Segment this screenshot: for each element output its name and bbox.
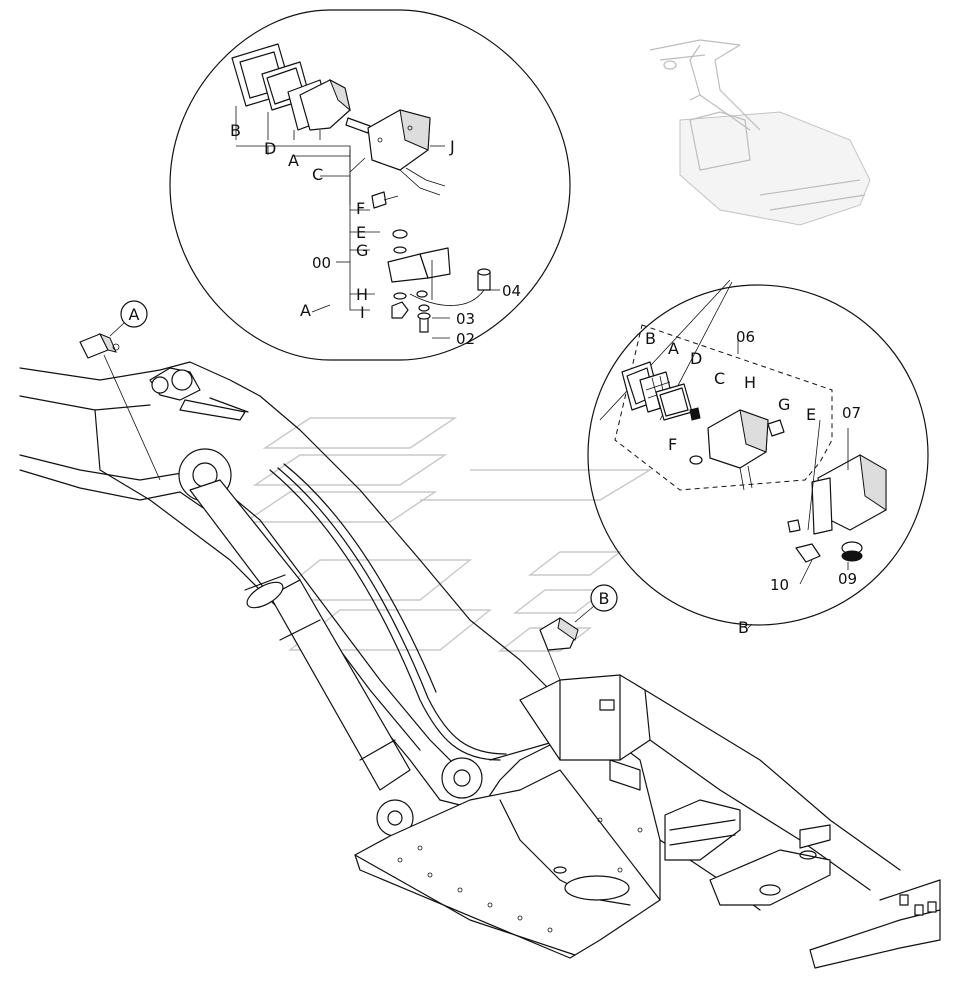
callout-a-marker: A bbox=[109, 300, 148, 337]
part-label-h: H bbox=[356, 285, 368, 304]
part-label-06: 06 bbox=[736, 328, 755, 346]
part-label-c2: C bbox=[714, 369, 725, 388]
part-label-f: F bbox=[356, 199, 365, 218]
part-label-d: D bbox=[264, 139, 276, 158]
part-label-g2: G bbox=[778, 395, 790, 414]
part-label-02: 02 bbox=[456, 330, 475, 348]
detail-b-labels: B A D C H G E F 06 07 09 10 bbox=[645, 328, 861, 594]
part-label-07: 07 bbox=[842, 404, 861, 422]
part-label-a2: A bbox=[668, 339, 679, 358]
main-frame bbox=[354, 674, 941, 969]
part-label-h2: H bbox=[744, 373, 756, 392]
detail-b-parts bbox=[614, 324, 887, 585]
part-label-i: I bbox=[360, 303, 365, 322]
part-label-e: E bbox=[356, 223, 366, 242]
part-label-f2: F bbox=[668, 435, 677, 454]
part-label-00: 00 bbox=[312, 254, 331, 272]
detail-a-frame: A bbox=[169, 9, 571, 361]
boom-work-lamp bbox=[79, 333, 161, 481]
part-label-09: 09 bbox=[838, 570, 857, 588]
part-label-g: G bbox=[356, 241, 368, 260]
callout-a-label: A bbox=[129, 305, 140, 324]
part-label-c: C bbox=[312, 165, 323, 184]
part-label-b: B bbox=[230, 121, 241, 140]
callout-b-label: B bbox=[599, 589, 610, 608]
part-label-b2: B bbox=[645, 329, 656, 348]
part-label-10: 10 bbox=[770, 576, 789, 594]
detail-a-labels: B D A C J F E G H I 00 04 03 02 bbox=[230, 121, 521, 348]
boom-assembly bbox=[19, 361, 581, 837]
frame-work-lamp bbox=[539, 617, 579, 681]
detail-b-frame: B bbox=[587, 279, 929, 637]
part-label-j: J bbox=[449, 137, 455, 156]
callout-b-marker: B bbox=[574, 584, 618, 623]
detail-b-label: B bbox=[738, 618, 749, 637]
detail-a-label: A bbox=[300, 301, 311, 320]
part-label-a: A bbox=[288, 151, 299, 170]
part-label-03: 03 bbox=[456, 310, 475, 328]
part-label-04: 04 bbox=[502, 282, 521, 300]
part-label-e2: E bbox=[806, 405, 816, 424]
part-label-d2: D bbox=[690, 349, 702, 368]
excavator-thumbnail bbox=[649, 39, 871, 226]
detail-a-parts bbox=[231, 43, 500, 339]
